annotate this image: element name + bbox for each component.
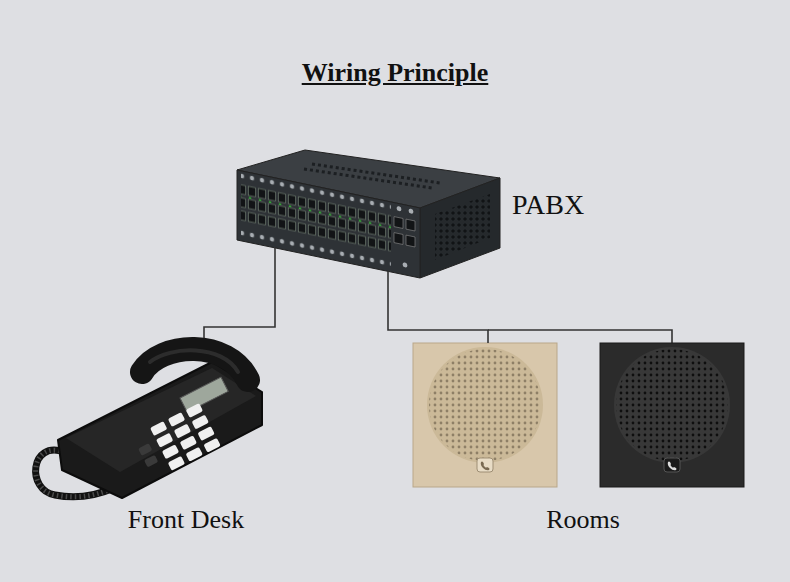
wire xyxy=(387,271,389,292)
wire xyxy=(204,292,275,338)
room-panel xyxy=(481,462,490,471)
telephone xyxy=(168,456,185,471)
pabx-device xyxy=(409,208,414,214)
device-node: PABX xyxy=(236,148,606,292)
telephone xyxy=(142,349,248,380)
diagram-title: Wiring Principle xyxy=(0,57,790,88)
pabx-device xyxy=(304,169,432,188)
telephone xyxy=(36,349,262,498)
wire xyxy=(274,248,276,292)
telephone xyxy=(197,426,214,441)
room-panel xyxy=(413,343,557,487)
pabx-device xyxy=(394,217,403,229)
room-panel xyxy=(616,349,728,461)
telephone xyxy=(180,377,228,412)
room-panel xyxy=(668,462,677,471)
room-panel xyxy=(427,347,543,463)
telephone xyxy=(168,412,185,427)
room-panel xyxy=(477,458,493,472)
room-panel xyxy=(429,349,541,461)
room-panel xyxy=(413,343,557,487)
wire xyxy=(388,292,488,343)
pabx-device xyxy=(241,171,391,272)
telephone xyxy=(186,447,203,462)
device-label: Rooms xyxy=(546,504,620,535)
pabx-device xyxy=(406,235,415,247)
telephone xyxy=(174,424,191,439)
telephone xyxy=(156,433,173,448)
pabx-device xyxy=(237,150,500,278)
telephone xyxy=(66,368,256,472)
device-label: Front Desk xyxy=(128,504,244,535)
pabx-device xyxy=(403,262,408,268)
pabx-device xyxy=(420,178,500,278)
telephone xyxy=(180,377,228,412)
device-node: Rooms xyxy=(410,343,748,545)
room-panel xyxy=(600,343,744,487)
telephone xyxy=(186,403,203,418)
pabx-device xyxy=(435,194,490,260)
telephone xyxy=(138,443,152,456)
pabx-device xyxy=(394,233,403,245)
pabx-device xyxy=(406,219,415,231)
room-panel xyxy=(614,347,730,463)
device-node: Front Desk xyxy=(30,338,275,545)
pabx-device xyxy=(397,206,402,212)
room-panel xyxy=(600,343,744,487)
pabx-device xyxy=(241,171,415,277)
pabx-device xyxy=(237,170,420,278)
telephone xyxy=(132,403,221,480)
wire xyxy=(275,248,672,343)
telephone xyxy=(180,435,197,450)
telephone xyxy=(150,421,167,436)
telephone xyxy=(203,438,220,453)
telephone xyxy=(58,362,262,498)
telephone xyxy=(144,455,158,468)
device-label: PABX xyxy=(512,188,584,222)
room-panel xyxy=(664,458,680,472)
telephone xyxy=(192,415,209,430)
telephone xyxy=(162,444,179,459)
wire xyxy=(488,330,672,343)
telephone xyxy=(150,350,238,372)
